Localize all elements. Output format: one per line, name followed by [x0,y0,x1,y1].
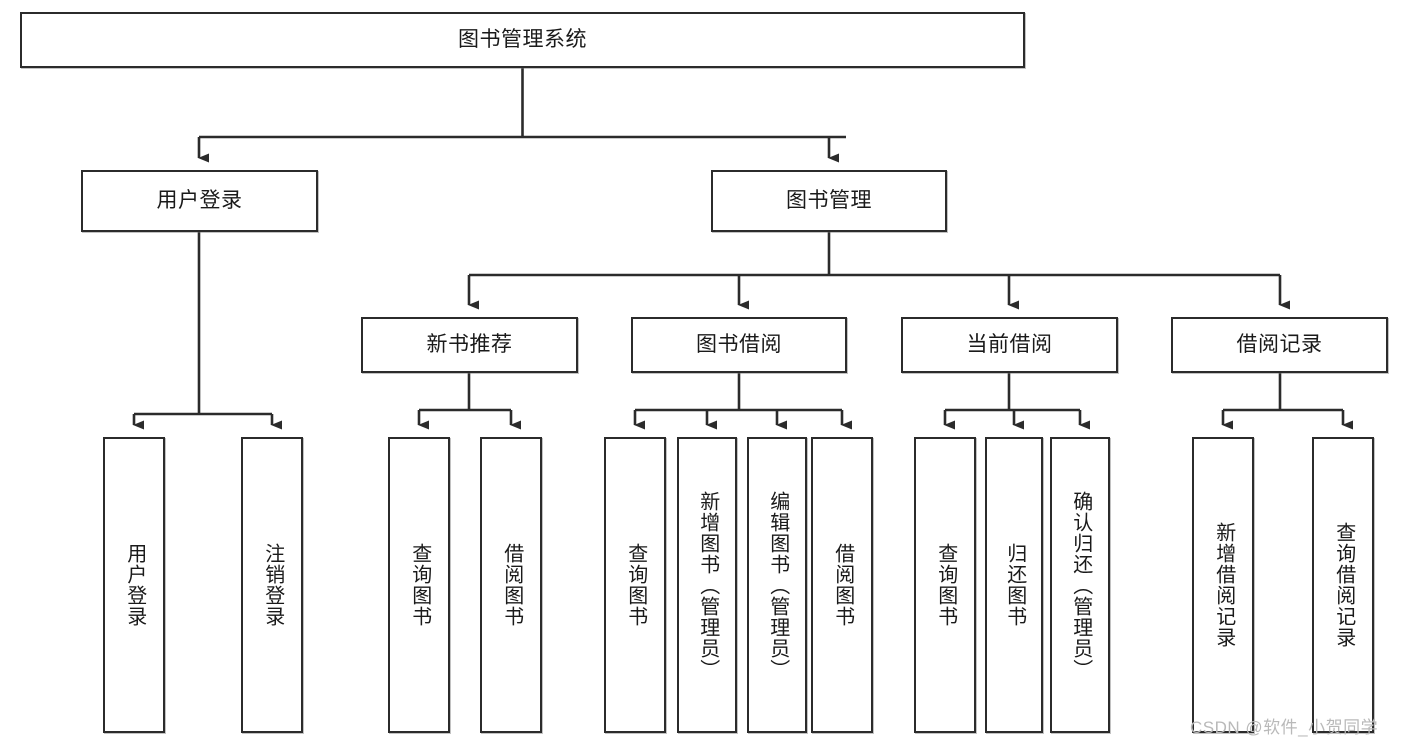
node-leaf-add-record-label: 新增借阅记录 [1212,522,1235,648]
csdn-watermark: CSDN @软件_小贺同学 [1190,718,1379,737]
node-root-book-management-system[interactable]: 图书管理系统 [20,12,1025,68]
node-current-borrow-label: 当前借阅 [966,333,1053,357]
node-user-login-label: 用户登录 [156,189,243,213]
node-leaf-logout-login-label: 注销登录 [261,543,284,627]
node-leaf-user-login-label: 用户登录 [123,543,146,627]
node-leaf-add-record[interactable]: 新增借阅记录 [1192,437,1254,733]
node-new-book-recommend[interactable]: 新书推荐 [361,317,578,373]
node-leaf-query-book-3-label: 查询图书 [934,543,957,627]
node-borrow-record[interactable]: 借阅记录 [1171,317,1388,373]
node-leaf-edit-book[interactable]: 编辑图书（管理员） [747,437,807,733]
node-leaf-query-book-3[interactable]: 查询图书 [914,437,976,733]
node-borrow-record-label: 借阅记录 [1236,333,1323,357]
node-leaf-confirm-return[interactable]: 确认归还（管理员） [1050,437,1110,733]
node-leaf-borrow-book-2-label: 借阅图书 [831,543,854,627]
node-leaf-edit-book-label: 编辑图书（管理员） [766,490,789,680]
node-leaf-query-record[interactable]: 查询借阅记录 [1312,437,1374,733]
node-leaf-add-book-label: 新增图书（管理员） [696,490,719,680]
node-leaf-query-book-2[interactable]: 查询图书 [604,437,666,733]
node-book-borrow-label: 图书借阅 [696,333,782,357]
node-leaf-query-book-1[interactable]: 查询图书 [388,437,450,733]
node-leaf-query-record-label: 查询借阅记录 [1332,522,1355,648]
node-new-book-recommend-label: 新书推荐 [426,333,513,357]
node-leaf-query-book-1-label: 查询图书 [408,543,431,627]
node-book-management[interactable]: 图书管理 [711,170,947,232]
node-leaf-borrow-book-1[interactable]: 借阅图书 [480,437,542,733]
node-leaf-logout-login[interactable]: 注销登录 [241,437,303,733]
node-leaf-return-book-label: 归还图书 [1003,543,1026,627]
node-root-label: 图书管理系统 [458,28,587,52]
node-leaf-borrow-book-2[interactable]: 借阅图书 [811,437,873,733]
node-leaf-confirm-return-label: 确认归还（管理员） [1069,490,1092,680]
node-current-borrow[interactable]: 当前借阅 [901,317,1118,373]
node-leaf-borrow-book-1-label: 借阅图书 [500,543,523,627]
node-leaf-query-book-2-label: 查询图书 [624,543,647,627]
node-book-borrow[interactable]: 图书借阅 [631,317,847,373]
node-leaf-return-book[interactable]: 归还图书 [985,437,1043,733]
node-leaf-add-book[interactable]: 新增图书（管理员） [677,437,737,733]
node-user-login[interactable]: 用户登录 [81,170,318,232]
node-leaf-user-login[interactable]: 用户登录 [103,437,165,733]
node-book-management-label: 图书管理 [786,189,872,213]
